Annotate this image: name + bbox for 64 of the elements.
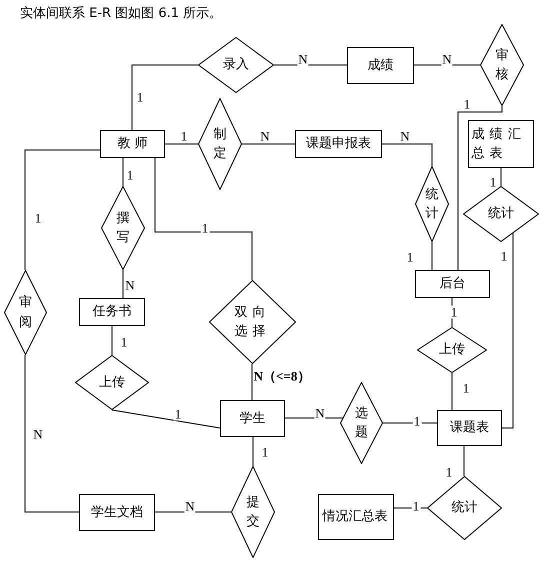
cardinality-label: 1 xyxy=(450,306,458,318)
entity-box: 教 师 xyxy=(100,130,165,158)
cardinality-label: N xyxy=(441,52,453,66)
cardinality-label: 1 xyxy=(444,466,454,478)
cardinality-label: N xyxy=(184,500,196,512)
connector-line xyxy=(252,436,254,466)
relationship-diamond: 撰写 xyxy=(101,186,145,270)
cardinality-label: 1 xyxy=(34,212,42,224)
connector-line xyxy=(500,168,502,186)
connector-line xyxy=(502,232,514,428)
entity-box: 后台 xyxy=(415,270,490,298)
relationship-diamond: 制定 xyxy=(198,98,242,190)
cardinality-label: 1 xyxy=(412,500,420,512)
relationship-diamond: 统计 xyxy=(427,476,502,540)
cardinality-label: 1 xyxy=(174,408,182,420)
entity-box: 情况汇总表 xyxy=(318,494,394,540)
cardinality-label: 1 xyxy=(488,176,498,188)
connector-line xyxy=(382,422,438,424)
relationship-diamond: 统计 xyxy=(415,166,449,242)
entity-box: 任务书 xyxy=(79,298,145,326)
cardinality-label: N xyxy=(314,406,326,420)
relationship-diamond: 上传 xyxy=(75,355,149,410)
entity-box: 成绩汇总表 xyxy=(468,120,534,168)
connector-line xyxy=(122,158,124,186)
connector-line xyxy=(458,106,502,270)
connector-line xyxy=(154,158,252,280)
connector-line xyxy=(24,354,80,512)
cardinality-label: 1 xyxy=(406,250,414,264)
cardinality-label: 1 xyxy=(180,130,188,142)
entity-box: 课题申报表 xyxy=(295,130,382,158)
cardinality-label: 1 xyxy=(260,446,270,458)
cardinality-label: N xyxy=(259,130,271,142)
relationship-diamond: 录入 xyxy=(198,37,274,93)
cardinality-label: N xyxy=(32,428,44,440)
relationship-diamond: 审核 xyxy=(480,24,524,106)
connector-line xyxy=(24,150,100,270)
cardinality-label: 1 xyxy=(200,222,210,234)
relationship-diamond: 上传 xyxy=(417,327,487,373)
relationship-diamond: 统计 xyxy=(463,186,539,242)
cardinality-label: 1 xyxy=(126,168,134,182)
cardinality-label: 1 xyxy=(500,250,508,262)
cardinality-label: 1 xyxy=(136,90,144,104)
cardinality-label: 1 xyxy=(462,98,472,110)
relationship-diamond: 审阅 xyxy=(4,270,47,355)
cardinality-label: 1 xyxy=(462,382,470,394)
entity-box: 课题表 xyxy=(437,410,502,446)
entity-box: 成绩 xyxy=(347,47,414,84)
relationship-diamond: 双向选择 xyxy=(209,280,296,364)
connector-line xyxy=(382,144,432,166)
connector-line xyxy=(132,64,198,130)
connector-line xyxy=(112,410,220,428)
entity-box: 学生文档 xyxy=(79,494,155,531)
relationship-diamond: 提交 xyxy=(231,466,275,558)
cardinality-label: 1 xyxy=(120,336,128,348)
entity-box: 学生 xyxy=(220,400,285,437)
connector-line xyxy=(274,64,348,66)
heading: 实体间联系 E-R 图如图 6.1 所示。 xyxy=(20,5,222,22)
cardinality-label: 1 xyxy=(412,414,422,428)
relationship-diamond: 选题 xyxy=(340,382,383,464)
cardinality-label: N xyxy=(124,278,136,292)
connector-line xyxy=(414,64,480,66)
cardinality-label: N xyxy=(297,52,309,66)
connector-line xyxy=(122,270,124,298)
cardinality-label: N xyxy=(399,130,411,142)
